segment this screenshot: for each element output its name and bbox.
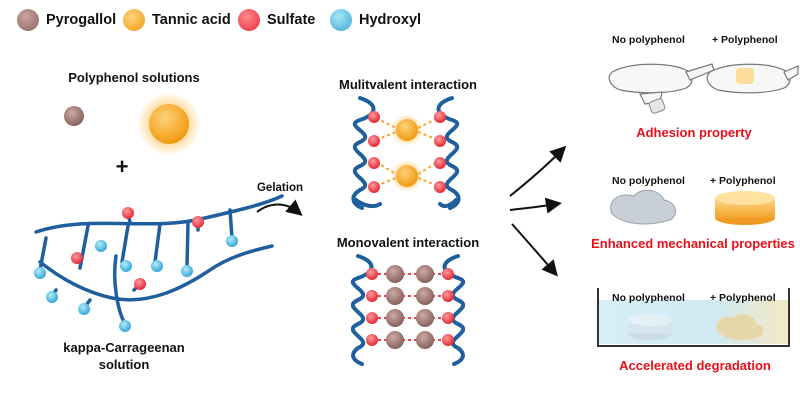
polyphenol-solutions-title: Polyphenol solutions	[68, 70, 200, 85]
legend-sulfate: Sulfate	[238, 6, 315, 34]
legend-label: Tannic acid	[152, 12, 231, 28]
gelation-label: Gelation	[256, 182, 303, 194]
plus-sign: +	[115, 154, 129, 179]
degradation-no-polyphenol-label: No polyphenol	[612, 292, 685, 304]
multivalent-sulfates	[368, 111, 446, 193]
monovalent-bonds	[378, 273, 442, 341]
monovalent-helices	[350, 254, 466, 366]
legend-label: Pyrogallol	[46, 12, 117, 28]
adhesion-property-title: Adhesion property	[636, 125, 752, 140]
monovalent-title: Monovalent interaction	[336, 235, 480, 250]
legend-label: Hydroxyl	[359, 12, 422, 28]
sulfate-dot	[238, 9, 260, 31]
adhered-gel-piece	[736, 68, 754, 84]
legend-label: Sulfate	[267, 12, 316, 28]
intact-gel-in-water	[628, 314, 672, 340]
monovalent-pyrogallol	[386, 265, 434, 349]
carrageenan-label-line1: kappa-Carrageenan	[63, 340, 185, 355]
multivalent-helices	[351, 96, 461, 210]
tannic-acid-dot	[123, 9, 145, 31]
carrageenan-hydroxyl-groups	[34, 235, 238, 332]
adhesion-plus-polyphenol-label: + Polyphenol	[712, 34, 778, 46]
tannic-acid-particle	[149, 104, 189, 144]
strong-gel	[715, 191, 775, 225]
mechanical-plus-polyphenol-label: + Polyphenol	[710, 175, 776, 187]
arrow-to-adhesion	[509, 145, 567, 197]
carrageenan-sulfate-groups	[71, 207, 204, 290]
degraded-gel-in-water	[716, 314, 764, 340]
legend-tannic-acid: Tannic acid	[123, 6, 231, 34]
adhesion-no-polyphenol-label: No polyphenol	[612, 34, 685, 46]
arrow-to-degradation	[511, 223, 558, 277]
carrageenan-label-line2: solution	[98, 357, 150, 372]
mechanical-properties-title: Enhanced mechanical properties	[591, 236, 795, 251]
degradation-title: Accelerated degradation	[619, 358, 771, 373]
degradation-plus-polyphenol-label: + Polyphenol	[710, 292, 776, 304]
water-bath	[598, 300, 788, 344]
pyrogallol-particle	[64, 106, 84, 126]
arrow-to-mechanical	[509, 197, 562, 214]
legend-hydroxyl: Hydroxyl	[330, 6, 421, 34]
monovalent-sulfates	[366, 268, 454, 346]
legend-pyrogallol: Pyrogallol	[17, 6, 116, 34]
multivalent-tannic-acid	[391, 114, 423, 192]
gelation-arrow	[256, 199, 303, 216]
falling-gel-piece	[648, 98, 666, 114]
multivalent-title: Mulitvalent interaction	[339, 77, 477, 92]
mechanical-no-polyphenol-label: No polyphenol	[612, 175, 685, 187]
hand-no-polyphenol	[608, 63, 715, 105]
hydroxyl-dot	[330, 9, 352, 31]
beaker-outline	[597, 288, 790, 347]
pyrogallol-dot	[17, 9, 39, 31]
collapsed-gel	[610, 189, 677, 225]
